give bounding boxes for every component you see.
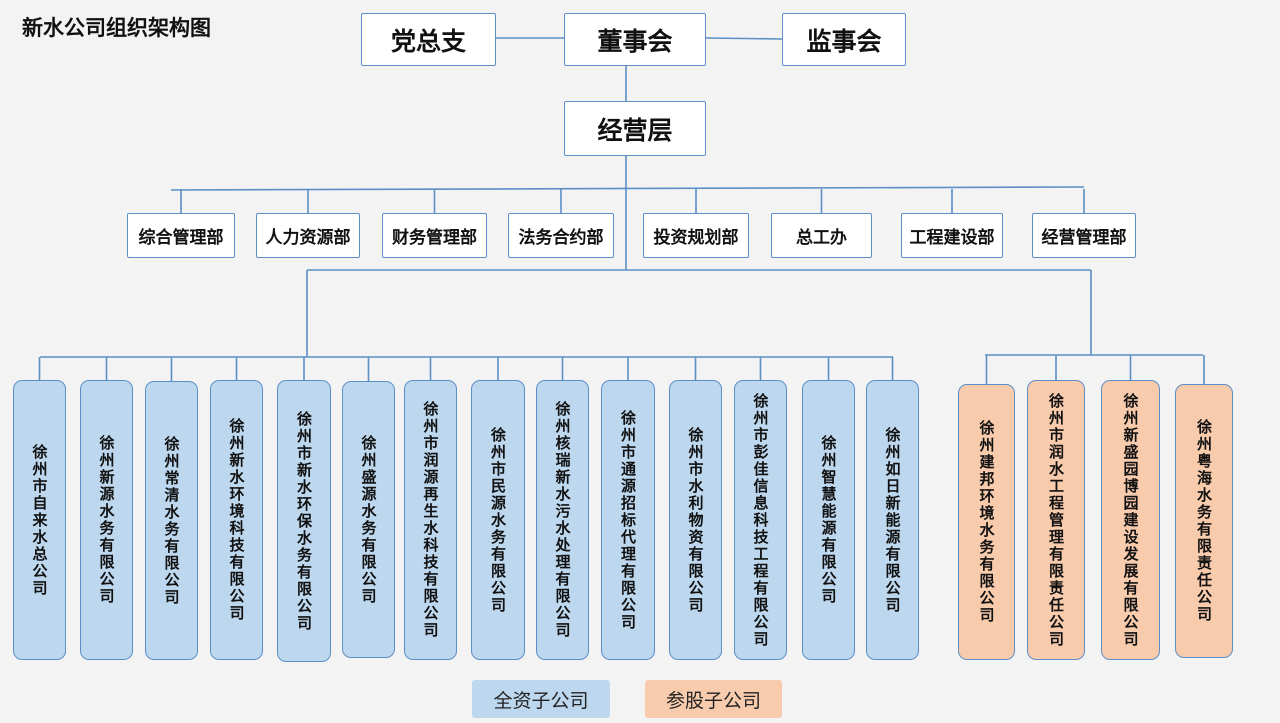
- partial-subsidiary-box-label: 徐州粤海水务有限责任公司: [1195, 419, 1213, 623]
- full-subsidiary-box: 徐州常清水务有限公司: [145, 381, 198, 660]
- full-subsidiary-box: 徐州如日新能源有限公司: [866, 380, 919, 660]
- supervisors-box: 监事会: [782, 13, 906, 66]
- full-subsidiary-box: 徐州市新水环保水务有限公司: [277, 380, 331, 662]
- full-subsidiary-box-label: 徐州常清水务有限公司: [162, 435, 181, 606]
- partial-subsidiary-box-label: 徐州新盛园博园建设发展有限公司: [1121, 392, 1140, 648]
- board-box: 董事会: [564, 13, 706, 66]
- full-subsidiary-box: 徐州新水环境科技有限公司: [210, 380, 263, 660]
- full-subsidiary-box-label: 徐州市民源水务有限公司: [489, 426, 507, 614]
- full-subsidiary-box-label: 徐州市通源招标代理有限公司: [619, 409, 637, 631]
- full-subsidiary-box-label: 徐州新源水务有限公司: [97, 435, 116, 605]
- full-subsidiary-box: 徐州智慧能源有限公司: [802, 380, 855, 660]
- partial-subsidiary-box-label: 徐州建邦环境水务有限公司: [977, 420, 996, 624]
- full-subsidiary-box: 徐州市民源水务有限公司: [471, 380, 525, 660]
- full-subsidiary-box-label: 徐州盛源水务有限公司: [359, 434, 378, 605]
- full-subsidiary-box-label: 徐州如日新能源有限公司: [883, 426, 902, 614]
- full-subsidiary-box: 徐州市自来水总公司: [13, 380, 66, 660]
- partial-subsidiary-box: 徐州粤海水务有限责任公司: [1175, 384, 1233, 658]
- full-subsidiary-box: 徐州盛源水务有限公司: [342, 381, 395, 658]
- partial-subsidiary-box-label: 徐州市润水工程管理有限责任公司: [1047, 392, 1065, 648]
- full-subsidiary-box-label: 徐州市润源再生水科技有限公司: [421, 401, 440, 639]
- full-subsidiary-box-label: 徐州市新水环保水务有限公司: [295, 410, 313, 632]
- department-box: 投资规划部: [643, 213, 749, 258]
- partial-subsidiary-box: 徐州市润水工程管理有限责任公司: [1027, 380, 1085, 660]
- partial-subsidiary-box: 徐州建邦环境水务有限公司: [958, 384, 1015, 660]
- connector-line: [170, 186, 1085, 191]
- full-subsidiary-box: 徐州核瑞新水污水处理有限公司: [536, 380, 589, 660]
- department-box: 人力资源部: [256, 213, 360, 258]
- legend-full-subsidiary: 全资子公司: [472, 680, 610, 718]
- management-box: 经营层: [564, 101, 706, 156]
- legend-partial-subsidiary: 参股子公司: [645, 680, 782, 718]
- full-subsidiary-box: 徐州市水利物资有限公司: [669, 380, 722, 660]
- department-box: 财务管理部: [382, 213, 487, 258]
- partial-subsidiary-box: 徐州新盛园博园建设发展有限公司: [1101, 380, 1160, 660]
- department-box: 总工办: [771, 213, 872, 258]
- chart-title: 新水公司组织架构图: [22, 15, 211, 40]
- full-subsidiary-box-label: 徐州智慧能源有限公司: [819, 435, 838, 605]
- party-branch-box: 党总支: [361, 13, 496, 66]
- full-subsidiary-box-label: 徐州核瑞新水污水处理有限公司: [553, 401, 572, 639]
- full-subsidiary-box-label: 徐州新水环境科技有限公司: [227, 418, 246, 622]
- full-subsidiary-box: 徐州市通源招标代理有限公司: [601, 380, 655, 660]
- full-subsidiary-box-label: 徐州市彭佳信息科技工程有限公司: [751, 392, 770, 648]
- full-subsidiary-box: 徐州市润源再生水科技有限公司: [404, 380, 457, 660]
- department-box: 法务合约部: [508, 213, 614, 258]
- connector-line: [705, 37, 783, 40]
- department-box: 工程建设部: [901, 213, 1003, 258]
- full-subsidiary-box-label: 徐州市水利物资有限公司: [686, 426, 705, 614]
- department-box: 综合管理部: [127, 213, 235, 258]
- full-subsidiary-box-label: 徐州市自来水总公司: [30, 443, 49, 597]
- department-box: 经营管理部: [1032, 213, 1136, 258]
- full-subsidiary-box: 徐州市彭佳信息科技工程有限公司: [734, 380, 787, 660]
- full-subsidiary-box: 徐州新源水务有限公司: [80, 380, 133, 660]
